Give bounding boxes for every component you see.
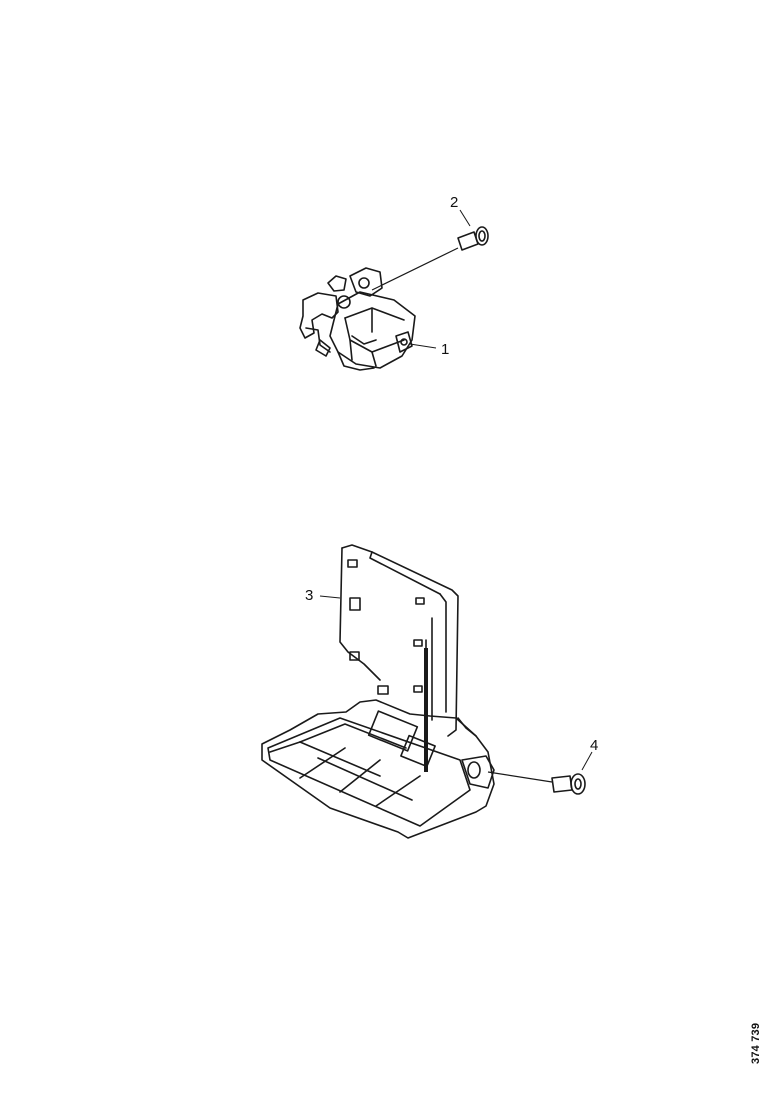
callout-leader-3: [319, 595, 341, 599]
bolt-part-2: [457, 226, 489, 251]
callout-leader-4: [581, 751, 593, 771]
callout-label-2: 2: [450, 194, 458, 211]
leader-line-bolt-to-bracket: [487, 771, 553, 783]
mounting-bracket-part-3: [261, 544, 495, 839]
callout-label-1: 1: [441, 341, 449, 358]
callout-leader-2: [459, 209, 471, 227]
callout-label-4: 4: [590, 737, 598, 754]
drawing-number: 374 739: [750, 1022, 762, 1064]
leader-line-bolt-to-module: [371, 247, 459, 291]
callout-label-3: 3: [305, 587, 313, 604]
bracket-module-part-1: [299, 267, 416, 371]
callout-leader-1: [409, 343, 437, 349]
bolt-part-4: [551, 773, 586, 795]
